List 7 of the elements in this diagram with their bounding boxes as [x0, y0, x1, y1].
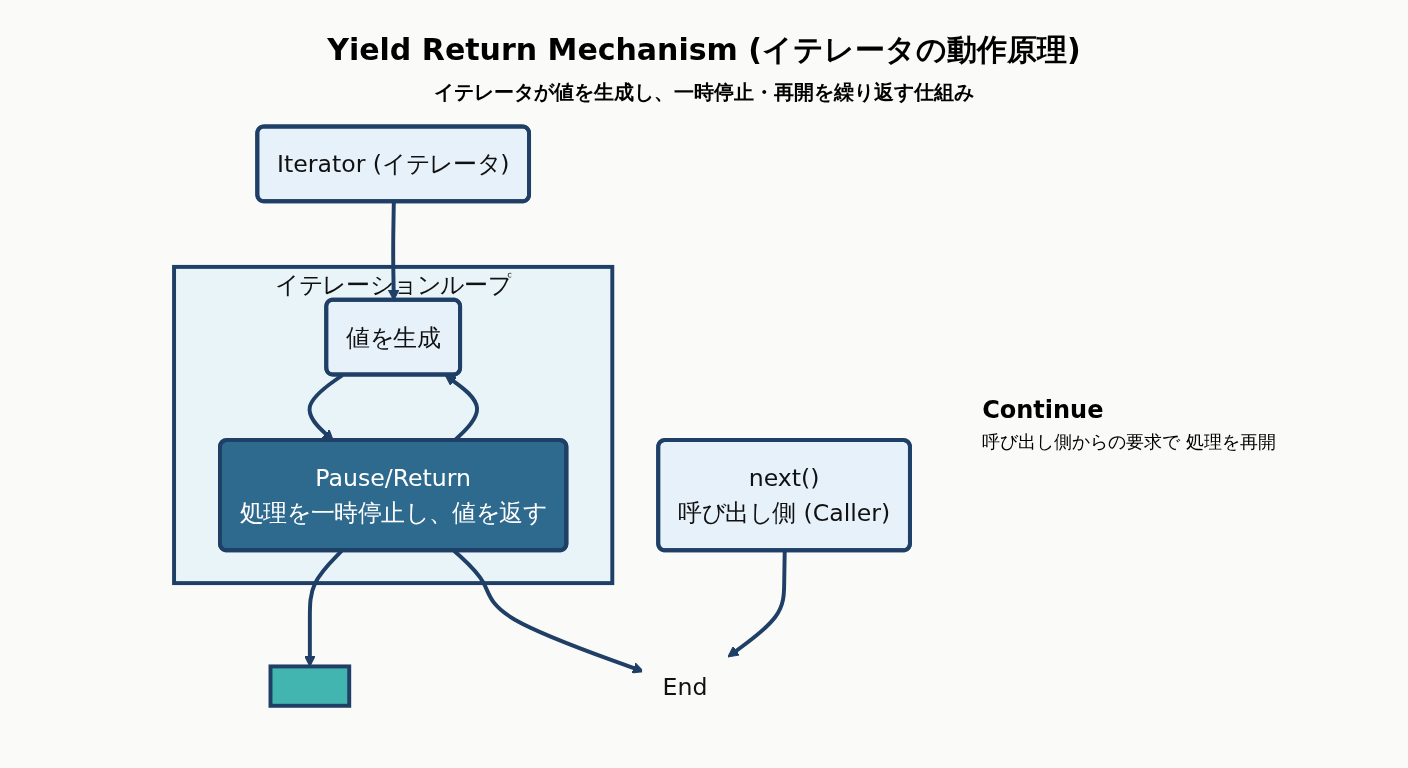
- note-text: 呼び出し側からの要求で 処理を再開: [982, 430, 1276, 454]
- title: Yield Return Mechanism (イテレータの動作原理): [326, 31, 1082, 69]
- node-text: End: [662, 672, 708, 700]
- arrow: [727, 550, 787, 658]
- subtitle: イテレータが値を生成し、一時停止・再開を繰り返す仕組み: [433, 79, 975, 106]
- step-heading: Continue: [982, 396, 1105, 424]
- node-box: [268, 664, 352, 708]
